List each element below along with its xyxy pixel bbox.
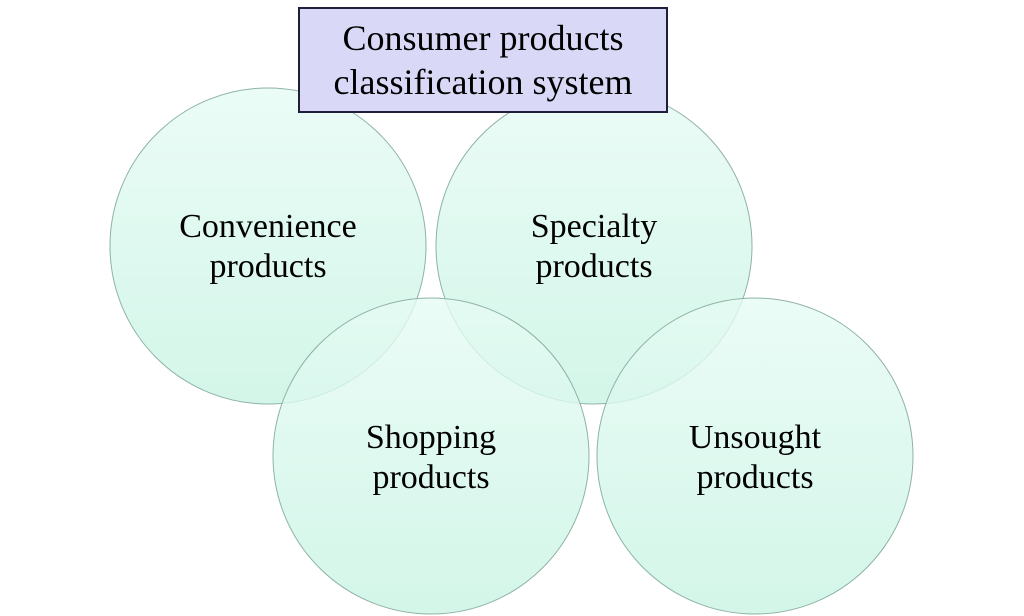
- unsought-label-line2: products: [696, 459, 813, 496]
- unsought-label: Unsought: [689, 419, 822, 456]
- diagram-title-line2: classification system: [333, 62, 633, 102]
- diagram-title-line1: Consumer products: [342, 18, 624, 58]
- specialty-label-line2: products: [535, 248, 652, 285]
- diagram-title-box: Consumer products classification system: [298, 7, 668, 113]
- circle-shopping: [272, 297, 590, 615]
- shopping-label: Shopping: [366, 419, 496, 456]
- convenience-label-line2: products: [209, 248, 326, 285]
- convenience-label: Convenience: [179, 208, 357, 245]
- circle-unsought: [596, 297, 914, 615]
- shopping-label-line2: products: [372, 459, 489, 496]
- specialty-label: Specialty: [531, 208, 658, 245]
